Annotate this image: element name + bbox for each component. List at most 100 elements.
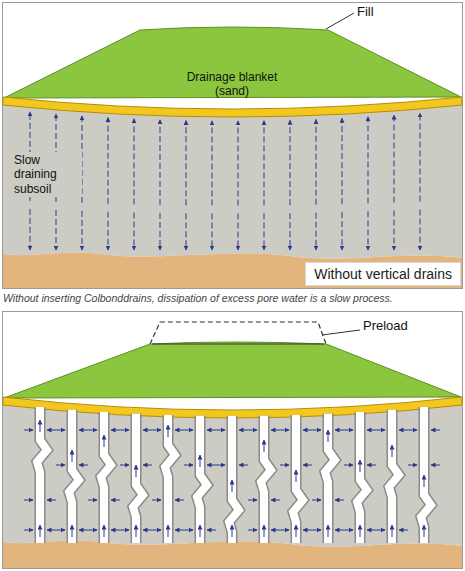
- flow-arrow: [316, 119, 317, 204]
- flow-arrow: [207, 530, 216, 531]
- flow-arrow: [120, 530, 129, 531]
- panel-tag-text: Without vertical drains: [314, 266, 452, 282]
- flow-arrow: [111, 500, 120, 501]
- flow-arrow: [212, 213, 213, 250]
- leader-line: [322, 330, 360, 335]
- flow-arrow: [424, 525, 425, 537]
- flow-arrow: [47, 500, 56, 501]
- drain-outline: [229, 416, 239, 543]
- flow-arrow: [344, 430, 353, 431]
- flow-arrow: [394, 211, 395, 250]
- vertical-drain: [389, 410, 399, 543]
- flow-arrow: [88, 430, 97, 431]
- flow-arrow: [431, 465, 440, 466]
- flow-arrow: [120, 430, 129, 431]
- flow-arrow: [72, 450, 73, 462]
- vertical-drain: [293, 415, 303, 543]
- flow-arrow: [271, 500, 280, 501]
- flow-arrow: [394, 115, 395, 202]
- flow-arrow: [47, 530, 56, 531]
- flow-arrow: [134, 119, 135, 205]
- vertical-drain: [101, 412, 111, 543]
- firm-base: [3, 253, 462, 288]
- flow-arrow: [296, 525, 297, 537]
- flow-arrow: [72, 525, 73, 537]
- flow-arrow: [79, 530, 88, 531]
- flow-arrow: [335, 530, 344, 531]
- flow-arrow: [200, 455, 201, 467]
- flow-arrow: [248, 500, 257, 501]
- flow-arrow: [271, 430, 280, 431]
- flow-arrow: [248, 530, 257, 531]
- flow-arrow: [280, 430, 289, 431]
- flow-arrow: [136, 465, 137, 477]
- subsoil-label: Slow draining subsoil: [12, 152, 82, 197]
- flow-arrow: [238, 213, 239, 250]
- flow-arrow: [104, 435, 105, 447]
- flow-arrow: [111, 530, 120, 531]
- flow-arrow: [88, 500, 97, 501]
- flow-arrow: [47, 430, 56, 431]
- drain-outline: [101, 412, 111, 543]
- flow-arrow: [280, 530, 289, 531]
- flow-arrow: [368, 117, 369, 204]
- flow-arrow: [367, 430, 376, 431]
- flow-arrow: [368, 211, 369, 250]
- flow-arrow: [79, 430, 88, 431]
- flow-arrow: [175, 500, 184, 501]
- drain-outline: [325, 414, 335, 543]
- flow-arrow: [184, 465, 193, 466]
- drain-outline: [389, 410, 399, 543]
- flow-arrow: [342, 118, 343, 204]
- flow-arrow: [303, 465, 312, 466]
- flow-arrow: [264, 525, 265, 537]
- flow-arrow: [232, 480, 233, 492]
- flow-arrow: [290, 213, 291, 250]
- flow-arrow: [136, 525, 137, 537]
- drain-outline: [197, 416, 207, 543]
- flow-arrow: [420, 209, 421, 250]
- flow-arrow: [316, 213, 317, 250]
- flow-arrow: [392, 525, 393, 537]
- flow-arrow: [408, 465, 417, 466]
- flow-arrow: [392, 445, 393, 457]
- flow-arrow: [186, 121, 187, 206]
- flow-arrow: [312, 430, 321, 431]
- flow-arrow: [328, 430, 329, 442]
- flow-arrow: [56, 430, 65, 431]
- flow-arrow: [344, 465, 353, 466]
- flow-arrow: [312, 530, 321, 531]
- flow-arrow: [160, 120, 161, 205]
- flow-arrow: [238, 121, 239, 206]
- fill-embankment: [4, 27, 461, 98]
- vertical-drain: [325, 414, 335, 543]
- flow-arrow: [408, 430, 417, 431]
- flow-arrow: [376, 430, 385, 431]
- flow-arrow: [271, 530, 280, 531]
- flow-arrow: [108, 212, 109, 250]
- flow-arrow: [56, 530, 65, 531]
- vertical-drain: [421, 407, 431, 543]
- flow-arrow: [399, 530, 408, 531]
- flow-arrow: [108, 118, 109, 204]
- vertical-drain: [261, 416, 271, 543]
- flow-arrow: [312, 500, 321, 501]
- flow-arrow: [186, 213, 187, 250]
- flow-arrow: [335, 430, 344, 431]
- flow-arrow: [303, 530, 312, 531]
- drain-outline: [69, 410, 79, 543]
- flow-arrow: [111, 430, 120, 431]
- flow-arrow: [120, 465, 129, 466]
- flow-arrow: [30, 209, 31, 250]
- vertical-drain: [229, 416, 239, 543]
- leader-line: [326, 13, 354, 29]
- flow-arrow: [239, 465, 248, 466]
- flow-arrow: [239, 430, 248, 431]
- flow-arrow: [296, 470, 297, 482]
- flow-arrow: [175, 530, 184, 531]
- vertical-drain: [37, 407, 47, 543]
- flow-arrow: [280, 465, 289, 466]
- flow-arrow: [248, 430, 257, 431]
- drain-outline: [421, 407, 431, 543]
